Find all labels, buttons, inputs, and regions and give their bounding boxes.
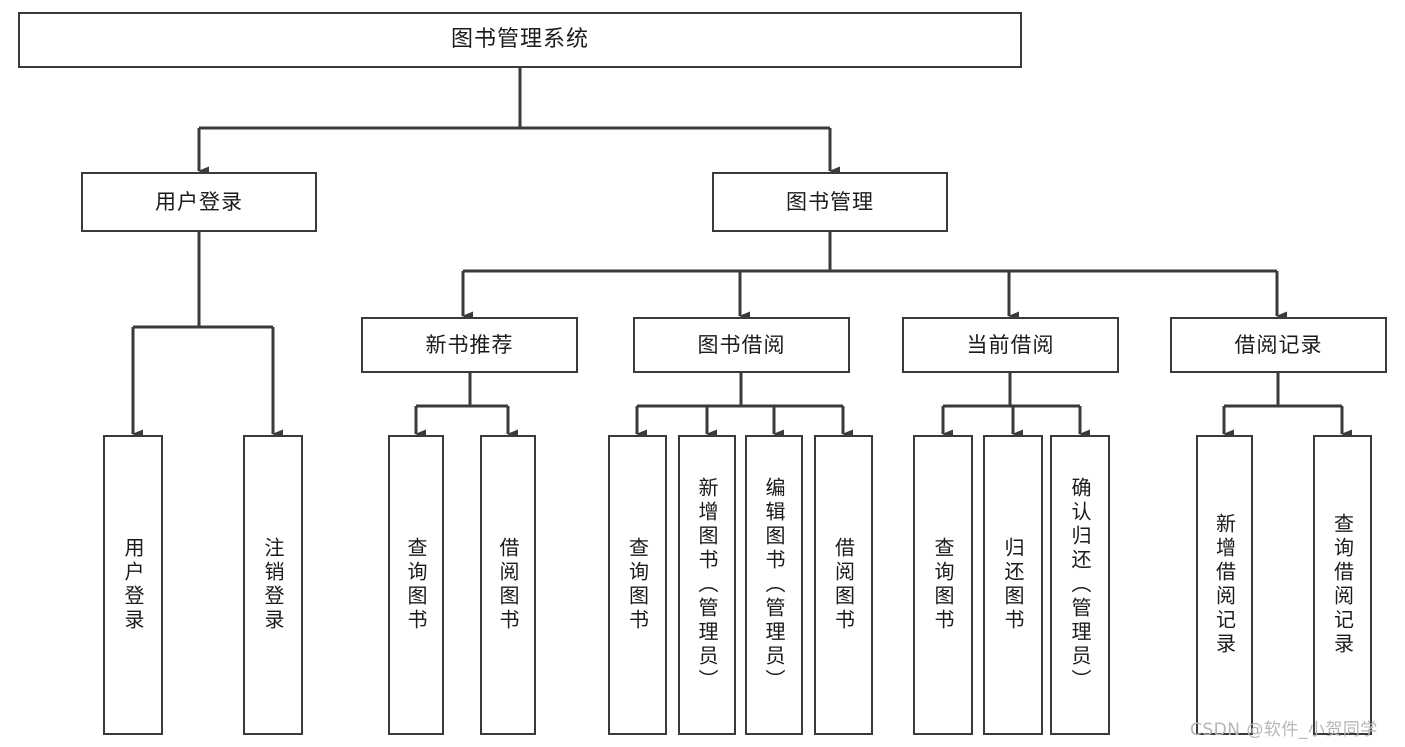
node-label-bookmgmt: 图书管理 bbox=[786, 189, 874, 214]
node-label-borrow: 图书借阅 bbox=[697, 332, 786, 357]
node-label-c-return: 归还图书 bbox=[1001, 537, 1025, 633]
edge-group-bookmgmt-children bbox=[461, 232, 1287, 321]
node-current[interactable]: 当前借阅 bbox=[902, 317, 1119, 373]
node-c-query[interactable]: 查询图书 bbox=[913, 435, 973, 735]
node-b-edit[interactable]: 编辑图书（管理员） bbox=[745, 435, 803, 735]
edge-group-current-children bbox=[941, 373, 1090, 439]
node-bookmgmt[interactable]: 图书管理 bbox=[712, 172, 948, 232]
node-b-query[interactable]: 查询图书 bbox=[608, 435, 667, 735]
node-r-query[interactable]: 查询借阅记录 bbox=[1313, 435, 1372, 735]
node-new-query[interactable]: 查询图书 bbox=[388, 435, 444, 735]
node-label-current: 当前借阅 bbox=[966, 332, 1055, 357]
node-c-return[interactable]: 归还图书 bbox=[983, 435, 1043, 735]
edge-group-root-children bbox=[197, 68, 840, 176]
node-label-newbook: 新书推荐 bbox=[425, 332, 514, 357]
node-r-add[interactable]: 新增借阅记录 bbox=[1196, 435, 1253, 735]
edge-group-borrow-children bbox=[635, 373, 853, 439]
node-newbook[interactable]: 新书推荐 bbox=[361, 317, 578, 373]
node-label-root: 图书管理系统 bbox=[450, 27, 589, 53]
edge-group-login-children bbox=[131, 232, 283, 439]
node-label-c-query: 查询图书 bbox=[931, 537, 955, 633]
node-label-login-in: 用户登录 bbox=[121, 537, 145, 633]
node-label-c-confirm: 确认归还（管理员） bbox=[1068, 477, 1092, 693]
node-login[interactable]: 用户登录 bbox=[81, 172, 317, 232]
edge-group-newbook-children bbox=[414, 373, 518, 439]
node-label-b-query: 查询图书 bbox=[625, 537, 650, 633]
node-label-new-borrow: 借阅图书 bbox=[496, 537, 520, 633]
node-root[interactable]: 图书管理系统 bbox=[18, 12, 1022, 68]
node-b-lend[interactable]: 借阅图书 bbox=[814, 435, 873, 735]
node-c-confirm[interactable]: 确认归还（管理员） bbox=[1050, 435, 1110, 735]
node-label-r-query: 查询借阅记录 bbox=[1330, 513, 1355, 657]
node-label-login-out: 注销登录 bbox=[261, 537, 285, 633]
node-label-r-add: 新增借阅记录 bbox=[1212, 513, 1237, 657]
node-login-out[interactable]: 注销登录 bbox=[243, 435, 303, 735]
node-new-borrow[interactable]: 借阅图书 bbox=[480, 435, 536, 735]
node-label-new-query: 查询图书 bbox=[404, 537, 428, 633]
edge-group-records-children bbox=[1222, 373, 1352, 439]
node-b-add[interactable]: 新增图书（管理员） bbox=[678, 435, 736, 735]
node-login-in[interactable]: 用户登录 bbox=[103, 435, 163, 735]
node-label-records: 借阅记录 bbox=[1234, 332, 1323, 357]
node-borrow[interactable]: 图书借阅 bbox=[633, 317, 850, 373]
node-label-b-add: 新增图书（管理员） bbox=[695, 477, 719, 693]
node-records[interactable]: 借阅记录 bbox=[1170, 317, 1387, 373]
node-label-b-edit: 编辑图书（管理员） bbox=[762, 477, 786, 693]
node-label-b-lend: 借阅图书 bbox=[831, 537, 856, 633]
node-label-login: 用户登录 bbox=[155, 189, 243, 214]
